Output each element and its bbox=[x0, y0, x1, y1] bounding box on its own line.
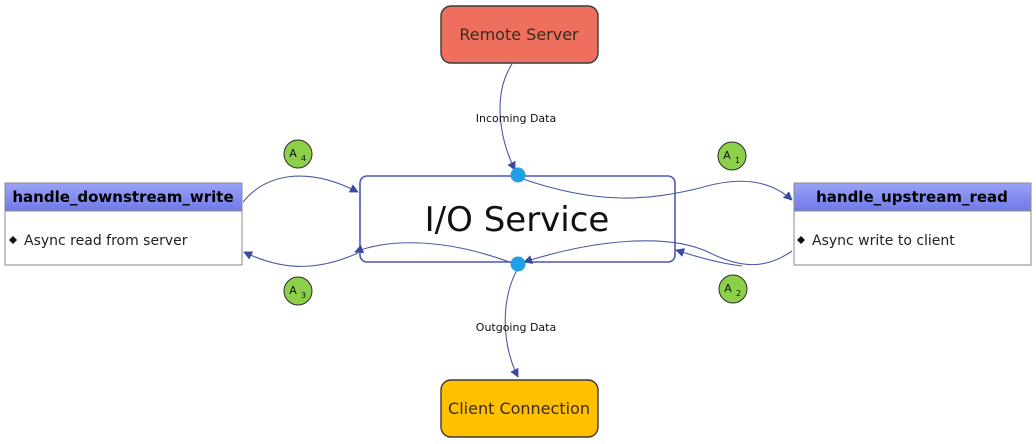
step-a3-subscript: 3 bbox=[301, 291, 306, 300]
step-a1-circle bbox=[717, 141, 747, 171]
step-a1: A 1 bbox=[717, 141, 747, 171]
step-a4: A 4 bbox=[283, 139, 313, 169]
client-connection-label: Client Connection bbox=[448, 399, 590, 418]
outgoing-data-arrow bbox=[504, 267, 519, 378]
io-service-output-port bbox=[510, 256, 526, 272]
upstream-handler-item: Async write to client bbox=[812, 233, 955, 249]
remote-server-box bbox=[440, 5, 599, 64]
io-service-input-port bbox=[510, 167, 526, 183]
remote-server-node: Remote Server bbox=[440, 5, 599, 64]
step-a1-letter: A bbox=[723, 149, 731, 162]
step-a2: A 2 bbox=[718, 274, 748, 304]
step-a3: A 3 bbox=[283, 276, 313, 306]
step-a3-letter: A bbox=[289, 284, 297, 297]
step-a2-letter: A bbox=[724, 282, 732, 295]
a3-to-service-arrow bbox=[354, 242, 513, 264]
upstream-handler-header bbox=[793, 182, 1032, 212]
io-service-node: I/O Service bbox=[359, 175, 676, 263]
step-a4-circle bbox=[283, 139, 313, 169]
downstream-handler-item: Async read from server bbox=[24, 233, 188, 249]
a3-arrow bbox=[243, 251, 359, 267]
outgoing-data-label: Outgoing Data bbox=[476, 321, 556, 334]
bullet-icon bbox=[797, 236, 805, 244]
bullet-icon bbox=[9, 236, 17, 244]
a2-to-service-arrow bbox=[675, 248, 743, 267]
upstream-handler-title: handle_upstream_read bbox=[816, 188, 1008, 206]
incoming-data-arrow bbox=[499, 63, 516, 171]
step-a3-circle bbox=[283, 276, 313, 306]
a2-to-port-arrow bbox=[523, 240, 793, 266]
upstream-handler-box: handle_upstream_read Async write to clie… bbox=[793, 182, 1032, 266]
client-connection-box bbox=[440, 379, 599, 438]
io-service-label: I/O Service bbox=[425, 200, 610, 240]
downstream-handler-box: handle_downstream_write Async read from … bbox=[4, 182, 243, 266]
step-a4-letter: A bbox=[289, 147, 297, 160]
step-a2-circle bbox=[718, 274, 748, 304]
downstream-handler-header bbox=[4, 182, 243, 212]
client-connection-node: Client Connection bbox=[440, 379, 599, 438]
step-a4-subscript: 4 bbox=[301, 154, 306, 163]
downstream-handler-title: handle_downstream_write bbox=[12, 188, 233, 206]
step-a2-subscript: 2 bbox=[736, 289, 741, 298]
a1-arrow bbox=[519, 177, 793, 201]
remote-server-label: Remote Server bbox=[459, 25, 579, 44]
step-a1-subscript: 1 bbox=[735, 156, 740, 165]
a4-arrow bbox=[242, 175, 359, 203]
incoming-data-label: Incoming Data bbox=[476, 112, 556, 125]
